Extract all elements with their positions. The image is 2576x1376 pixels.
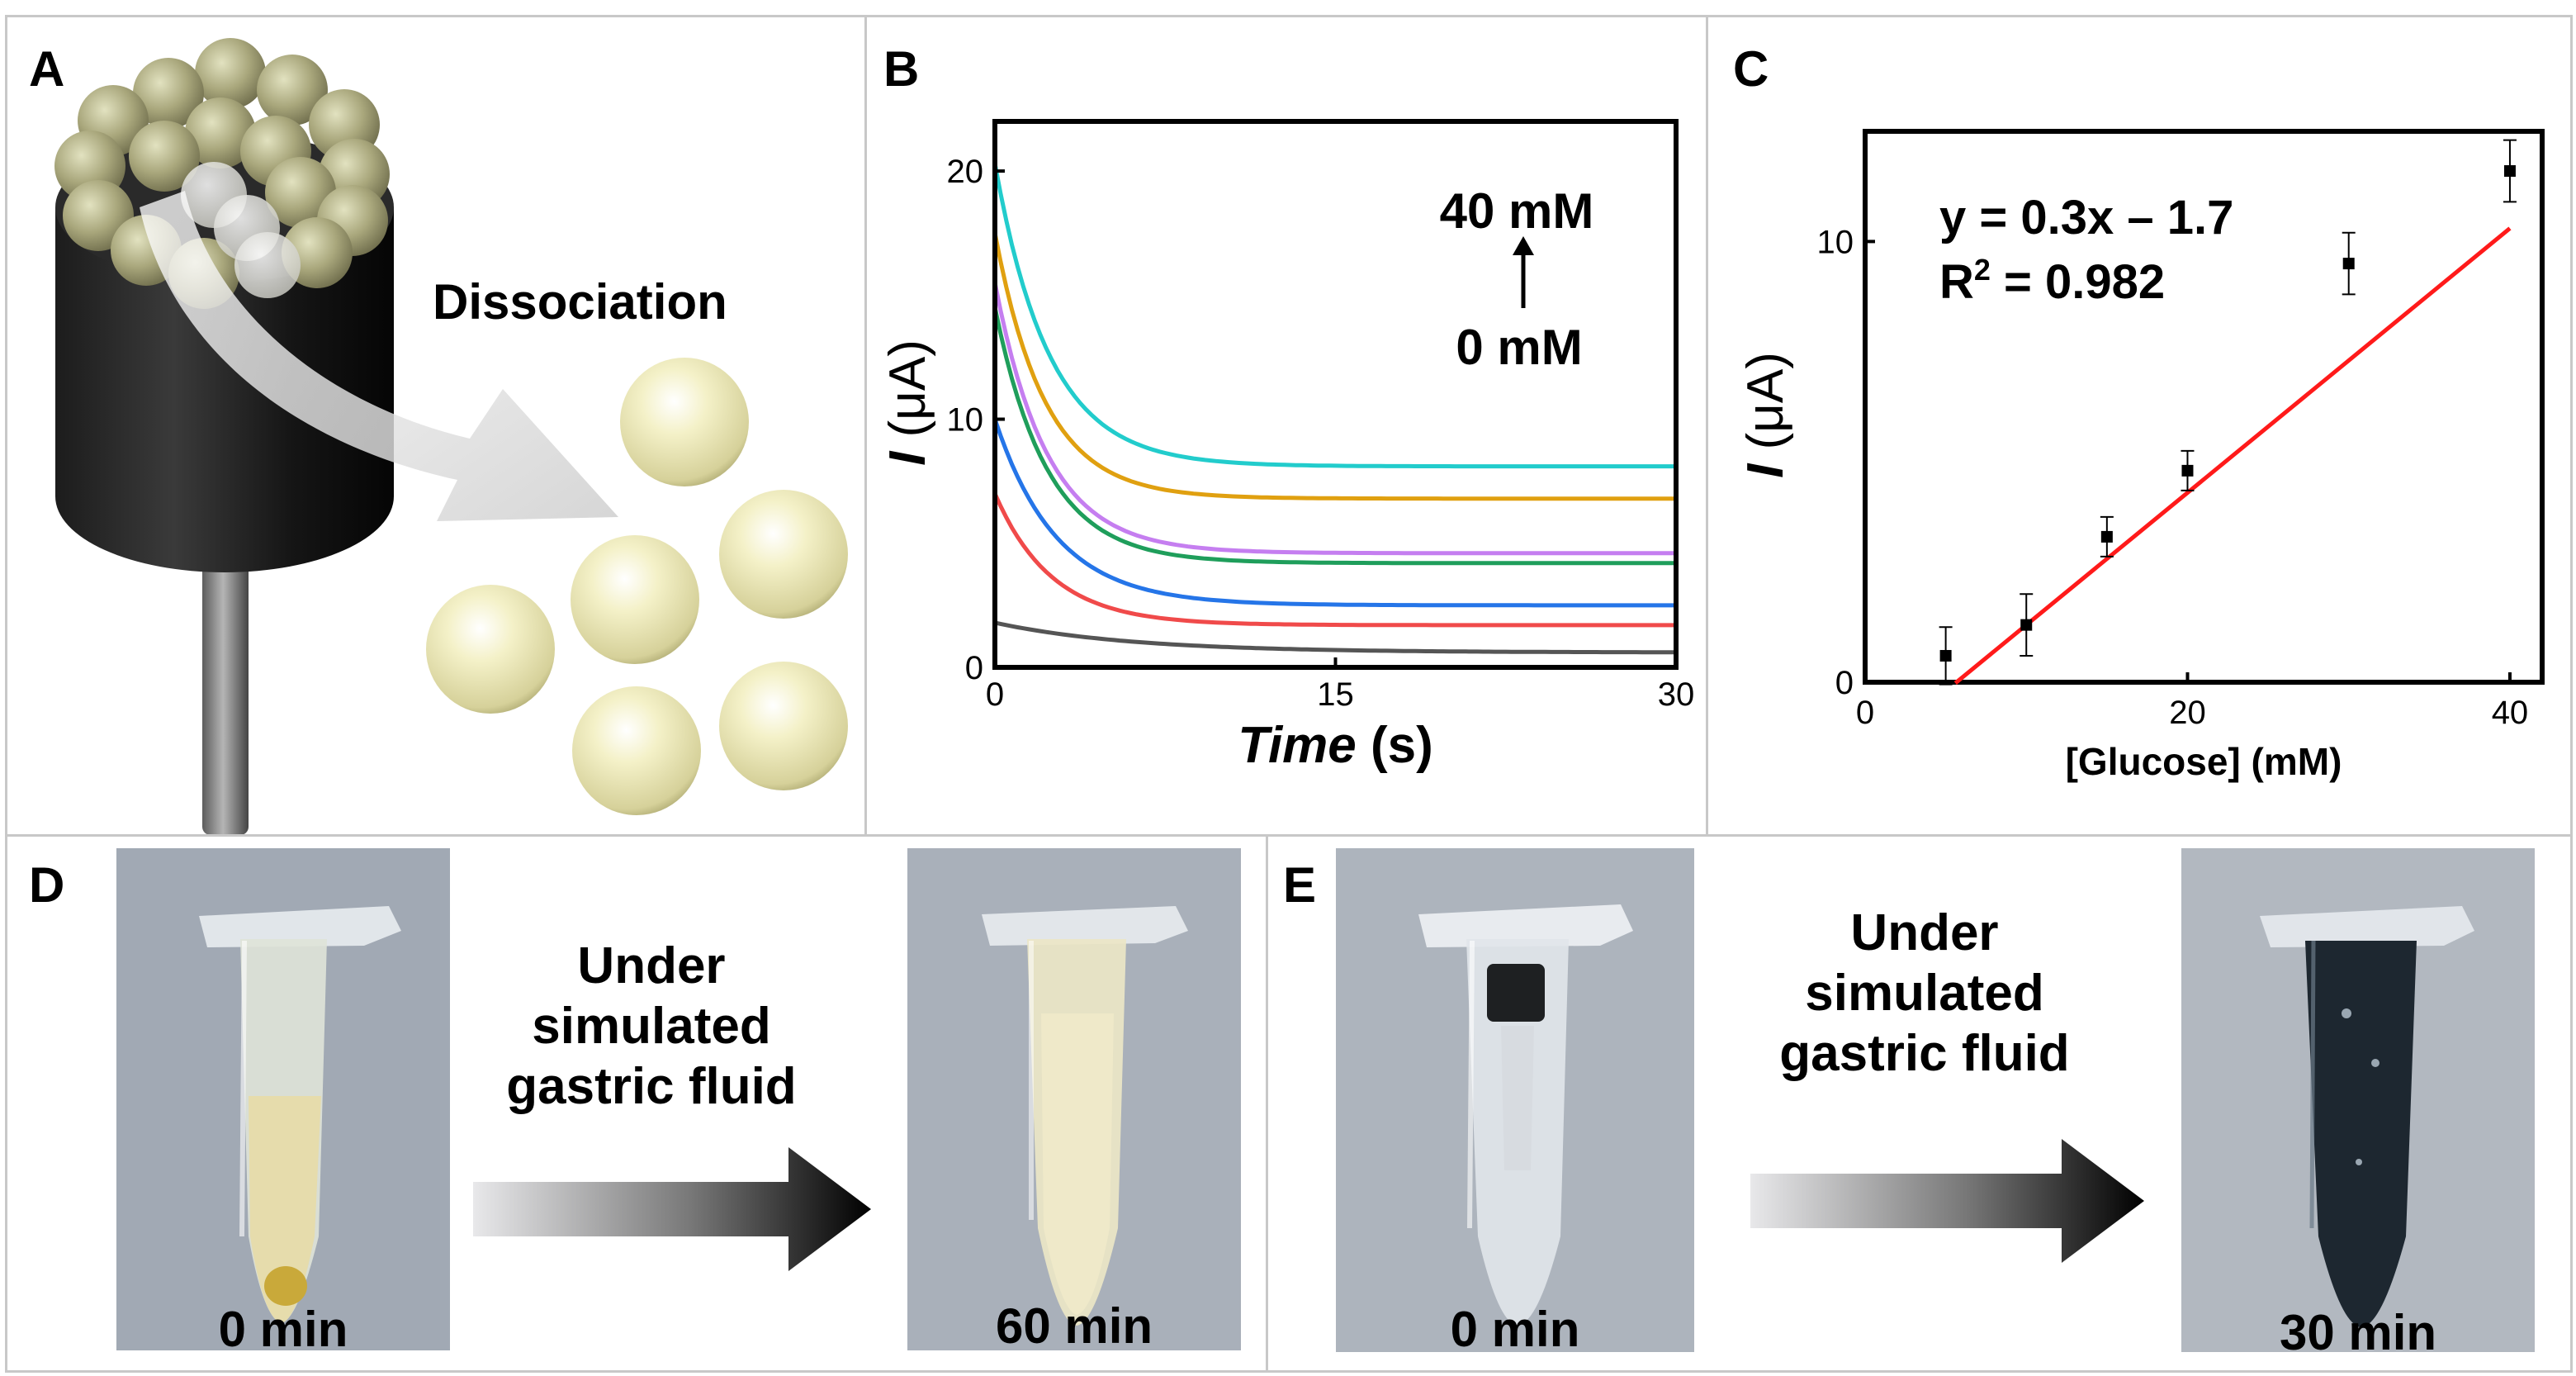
- caption-d-line-3: gastric fluid: [506, 1058, 797, 1116]
- tube-photo-d-after: [907, 848, 1241, 1350]
- current-trace-2: [992, 418, 1676, 608]
- y-tick-label-b: 20: [947, 154, 984, 190]
- gradient-arrow-e: [1750, 1139, 2144, 1263]
- panel-e: E 0 min Under simulated gastric fluid 3: [1266, 834, 2573, 1373]
- concentration-low-label: 0 mM: [1456, 320, 1582, 375]
- x-axis-label-c: [Glucose] (mM): [2066, 740, 2342, 783]
- panel-c: C 0 20 40 0 10 [Glucose] (mM) I (μA) y = 0.3x –…: [1706, 15, 2573, 837]
- panel-a-label: A: [29, 41, 65, 97]
- dissociation-label: Dissociation: [433, 274, 727, 330]
- data-point: [2181, 464, 2194, 477]
- y-axis-label-b: I (μA): [879, 339, 936, 466]
- current-trace-3: [992, 306, 1676, 566]
- x-tick-label-c: 20: [2169, 695, 2206, 731]
- y-tick-label-b: 0: [965, 650, 983, 686]
- time-label-e-after: 30 min: [2279, 1305, 2437, 1360]
- x-tick-label-b: 30: [1658, 676, 1695, 713]
- caption-d-line-2: simulated: [532, 998, 771, 1056]
- current-trace-1: [992, 492, 1676, 628]
- electrode-body: [55, 207, 394, 572]
- current-trace-5: [992, 232, 1676, 501]
- fit-line: [1953, 226, 2512, 686]
- electrode-illustration: [54, 38, 848, 835]
- caption-e: Under simulated gastric fluid: [1726, 903, 2123, 1084]
- data-point: [2503, 165, 2516, 178]
- fit-r-squared: R2 = 0.982: [1939, 253, 2165, 309]
- gradient-arrow-d: [473, 1147, 871, 1271]
- fit-equation: y = 0.3x – 1.7: [1939, 191, 2233, 244]
- concentration-arrow-head: [1513, 236, 1534, 255]
- caption-d-line-1: Under: [577, 937, 726, 994]
- panel-d: D 0 min Under simulated gastric fluid 60…: [5, 834, 1268, 1373]
- electrode-rod: [202, 554, 249, 835]
- data-point: [1939, 649, 1952, 662]
- dissociation-arrow: [140, 191, 618, 521]
- data-point: [2342, 258, 2355, 270]
- time-label-d-before: 0 min: [218, 1302, 348, 1357]
- x-tick-label-b: 15: [1317, 676, 1354, 713]
- current-trace-0: [994, 620, 1676, 655]
- panel-b-label: B: [883, 41, 920, 97]
- y-axis-label-c: I (μA): [1737, 352, 1794, 478]
- data-point: [2020, 619, 2033, 631]
- calibration-chart: 0 20 40 0 10 [Glucose] (mM) I (μA) y = 0.3x – 1…: [1737, 129, 2545, 783]
- panel-d-label: D: [29, 857, 65, 913]
- x-tick-label-c: 0: [1856, 695, 1874, 731]
- data-point: [2100, 530, 2113, 543]
- x-axis-label-b: Time (s): [1238, 717, 1433, 774]
- concentration-high-label: 40 mM: [1440, 183, 1594, 239]
- y-tick-label-b: 10: [947, 402, 984, 439]
- y-tick-label-c: 0: [1835, 665, 1854, 701]
- tube-photo-d-before: [116, 848, 450, 1350]
- panel-c-label: C: [1733, 41, 1769, 97]
- released-beads: [426, 358, 848, 815]
- panel-e-label: E: [1283, 857, 1317, 913]
- current-trace-4: [992, 282, 1676, 556]
- time-label-d-after: 60 min: [995, 1298, 1153, 1354]
- caption-e-line-2: simulated: [1805, 965, 2044, 1023]
- tube-photo-e-after: [2181, 848, 2535, 1352]
- time-label-e-before: 0 min: [1450, 1302, 1580, 1357]
- tube-photo-e-before: [1336, 848, 1694, 1352]
- x-tick-label-c: 40: [2492, 695, 2529, 731]
- current-trace-6: [992, 163, 1676, 469]
- x-tick-label-b: 0: [986, 676, 1004, 713]
- y-tick-label-c: 10: [1817, 224, 1854, 260]
- panel-a: A: [5, 15, 867, 837]
- caption-e-line-3: gastric fluid: [1779, 1025, 2070, 1083]
- caption-e-line-1: Under: [1850, 904, 1999, 961]
- caption-d: Under simulated gastric fluid: [449, 936, 854, 1117]
- plot-frame-c: [1863, 129, 2545, 685]
